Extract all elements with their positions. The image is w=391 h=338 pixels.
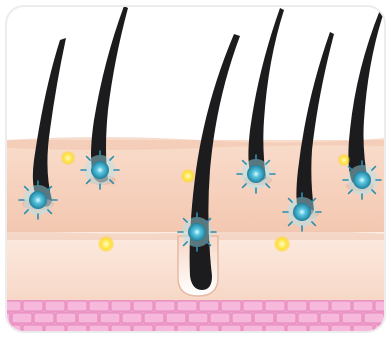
dot-icon: [98, 236, 114, 252]
subcutaneous-cell-layer: [6, 300, 385, 334]
sparkle-icon: [19, 181, 57, 219]
skin-card: [6, 6, 385, 334]
dot-icon: [61, 151, 75, 165]
sparkle-icon: [237, 155, 275, 193]
dot-icon: [274, 236, 290, 252]
sparkle-icon: [343, 161, 381, 199]
dot-icon: [338, 154, 350, 166]
sparkle-icon: [178, 213, 216, 251]
dot-icon: [181, 169, 195, 183]
sparkle-icon: [81, 151, 119, 189]
sparkle-icon: [283, 193, 321, 231]
